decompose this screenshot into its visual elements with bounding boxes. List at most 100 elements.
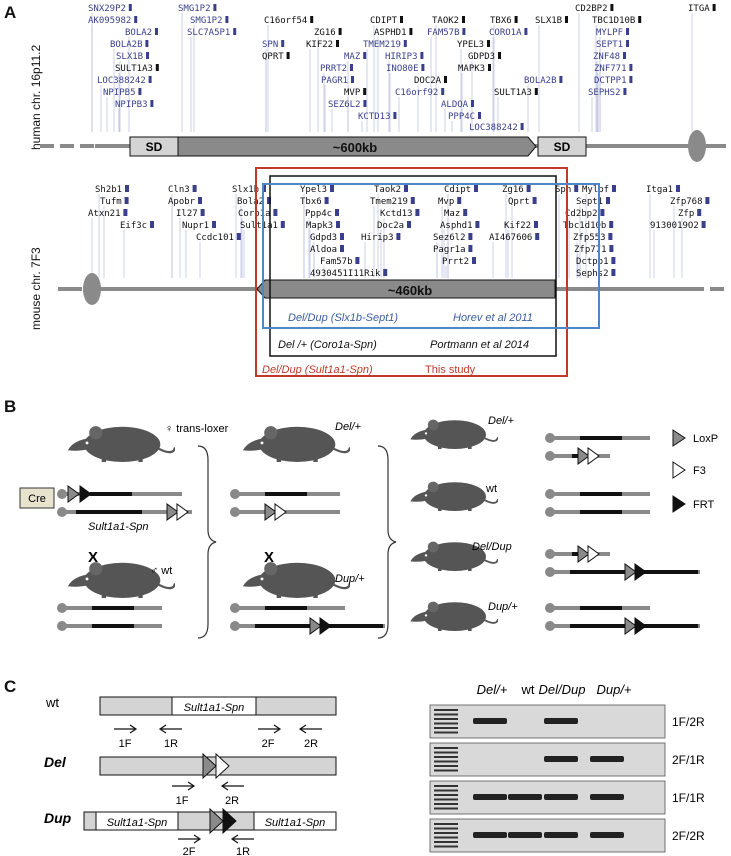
human-gene-label: INO80E [386,64,419,74]
human-gene-label: SLX1B [535,16,562,26]
mouse-gene-label: Tufm [100,197,122,207]
human-gene-mark [565,16,568,23]
mouse-gene-label: Sult1a1 [240,221,278,231]
mouse-gene-label: Prrt2 [442,257,469,267]
human-gene-mark [150,100,154,107]
mouse-gene-mark [609,221,614,228]
human-gene-mark [623,88,627,95]
human-gene-mark [623,52,626,59]
mouse-gene-label: Sephs2 [576,269,609,279]
primer-label: 1R [236,846,250,856]
human-gene-label: SNX29P2 [88,4,126,14]
gel-ladder-band [434,807,458,810]
wt-region-label: Sult1a1-Spn [184,702,245,714]
legend-label-2: FRT [693,499,714,511]
human-gene-label: ASPHD1 [374,28,407,38]
primer-forward-arrow [178,834,202,844]
human-gene-mark [363,100,367,107]
mouse-gene-mark [336,221,340,228]
frt-site [319,617,332,635]
primer-label: 1R [164,738,178,750]
human-gene-label: AK095982 [88,16,131,26]
human-gene-mark [441,88,445,95]
primer-forward-arrow [114,724,138,734]
human-gene-mark [338,28,342,35]
human-gene-label: BOLA2 [125,28,152,38]
black-box-label: Del /+ (Coro1a-Spn) [278,339,377,351]
mouse-gene-label: Apobr [168,197,196,207]
construct-label-dup: Dup [44,810,72,826]
panel-b-chromosomes [57,433,700,635]
primer-forward-arrow [172,781,196,791]
mouse-span-label: ~460kb [388,283,433,298]
primer-forward-arrow [258,724,282,734]
offspring-mouse-wt [409,480,498,512]
frt-site [634,617,647,635]
mouse-gene-label: Cln3 [168,185,190,195]
human-gene-mark [155,28,158,35]
mouse-gene-label: Itga1 [646,185,673,195]
frt-site [634,563,647,581]
gel-row-label: 2F/2R [672,829,705,843]
mouse-gene-label: Hirip3 [361,233,394,243]
loxp-site [264,503,277,521]
mouse-gene-label: Zg16 [502,185,524,195]
human-gene-mark [286,52,290,59]
primer-label: 1F [176,795,189,807]
loxp-site [624,617,637,635]
human-gene-label: C16orf54 [264,16,307,26]
human-gene-label: CDIPT [370,16,398,26]
mouse-gene-mark [701,221,706,228]
human-gene-mark [520,123,524,130]
mouse-gene-mark [355,257,360,264]
gel-band [590,794,624,800]
male-wt-label: ♂ wt [150,565,172,577]
human-centromere [688,130,706,162]
human-gene-label: ITGA [688,4,710,14]
cre-label: Cre [28,493,46,505]
chromosome [230,489,340,499]
mouse-gene-mark [697,209,702,216]
chromosome [545,447,610,465]
mouse-gene-mark [267,197,271,204]
mouse-gene-label: Qprt [508,197,530,207]
panel-b-legend: LoxP F3 FRT [672,429,718,513]
human-gene-label: LOC388242 [97,76,146,86]
mouse-gene-label: 4930451I11Rik [310,269,381,279]
primer-reverse-arrow [298,724,322,734]
mouse-gene-label: Ppp4c [305,209,332,219]
mouse-gene-label: Eif3c [120,221,147,231]
legend-label-1: F3 [693,465,706,477]
human-gene-mark [138,88,142,95]
gel-ladder-band [434,794,458,796]
mouse-centromere [83,273,101,305]
mouse-gene-label: Mylpf [582,185,609,195]
human-gene-mark [128,4,132,11]
mouse-gene-mark [396,233,401,240]
human-gene-mark [213,4,217,11]
human-gene-label: BOLA2B [110,40,143,50]
human-gene-label: ALDOA [441,100,469,110]
mouse-gene-label: 9130019O2 [650,221,699,231]
primer-reverse-arrow [230,834,254,844]
human-gene-label: PAGR1 [321,76,348,86]
blue-box-cite: Horev et al 2011 [453,312,533,324]
human-chromosome-label: human chr. 16p11.2 [29,44,43,150]
mouse-gene-label: Cd2bp2 [565,209,598,219]
mouse-gene-mark [474,185,478,192]
gel-band [590,832,624,838]
gel-row-label: 1F/2R [672,715,705,729]
human-gene-label: QPRT [262,52,284,62]
human-gene-label: MVP [344,88,361,98]
sd-right-label: SD [554,140,571,154]
mouse-gene-mark [324,197,329,204]
mouse-gene-label: Fam57b [320,257,353,267]
offspring-mouse-del [409,418,498,450]
sd-left-label: SD [146,140,163,154]
mouse-gene-label: Slx1b [232,185,259,195]
gel-ladder-band [434,718,458,720]
mouse-gene-label: Sez6l2 [433,233,466,243]
mouse-gene-mark [574,185,579,192]
